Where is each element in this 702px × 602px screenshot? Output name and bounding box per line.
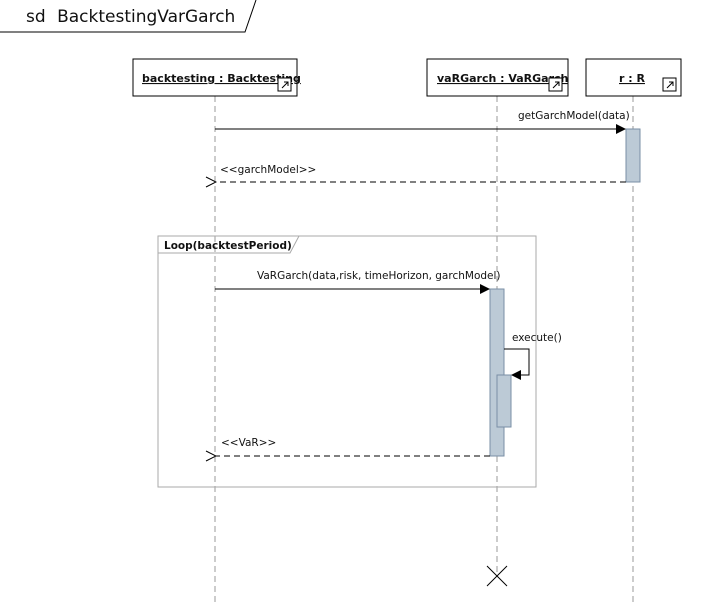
expand-icon[interactable]: [662, 77, 677, 92]
activation-r: [625, 128, 641, 183]
expand-arrow-icon: [666, 81, 674, 89]
loop-fragment-label: Loop(backtestPeriod): [164, 240, 292, 252]
lifeline-head-vargarch[interactable]: vaRGarch : VaRGarch: [426, 58, 569, 97]
expand-icon[interactable]: [277, 77, 292, 92]
lifeline-label-r: r : R: [619, 72, 645, 85]
message-getGarchModel[interactable]: getGarchModel(data): [215, 110, 630, 134]
lifeline-head-r[interactable]: r : R: [585, 58, 682, 97]
loop-fragment[interactable]: Loop(backtestPeriod): [157, 235, 537, 488]
frame-name: BacktestingVarGarch: [57, 7, 235, 27]
message-execute-self[interactable]: execute(): [504, 332, 562, 380]
message-label: VaRGarch(data,risk, timeHorizon, garchMo…: [257, 270, 501, 282]
message-garchModel-return[interactable]: <<garchModel>>: [216, 164, 626, 182]
lifeline-label-vargarch: vaRGarch : VaRGarch: [437, 72, 568, 85]
expand-arrow-icon: [552, 81, 560, 89]
expand-icon[interactable]: [548, 77, 563, 92]
frame-header: sd BacktestingVarGarch: [0, 0, 257, 33]
message-label: <<garchModel>>: [220, 164, 316, 176]
frame-kind: sd: [26, 7, 46, 27]
activation-vargarch: [489, 288, 505, 457]
frame-title: sd BacktestingVarGarch: [26, 7, 235, 27]
destruction-x-icon: [486, 565, 508, 587]
lifeline-label-backtesting: backtesting : Backtesting: [142, 72, 301, 85]
lifeline-head-backtesting[interactable]: backtesting : Backtesting: [132, 58, 301, 97]
message-varGarch[interactable]: VaRGarch(data,risk, timeHorizon, garchMo…: [215, 270, 501, 294]
message-label: getGarchModel(data): [518, 110, 630, 122]
message-label: execute(): [512, 332, 562, 344]
activation-vargarch-nested: [496, 374, 512, 428]
message-var-return[interactable]: <<VaR>>: [216, 437, 490, 456]
expand-arrow-icon: [281, 81, 289, 89]
message-label: <<VaR>>: [221, 437, 276, 449]
